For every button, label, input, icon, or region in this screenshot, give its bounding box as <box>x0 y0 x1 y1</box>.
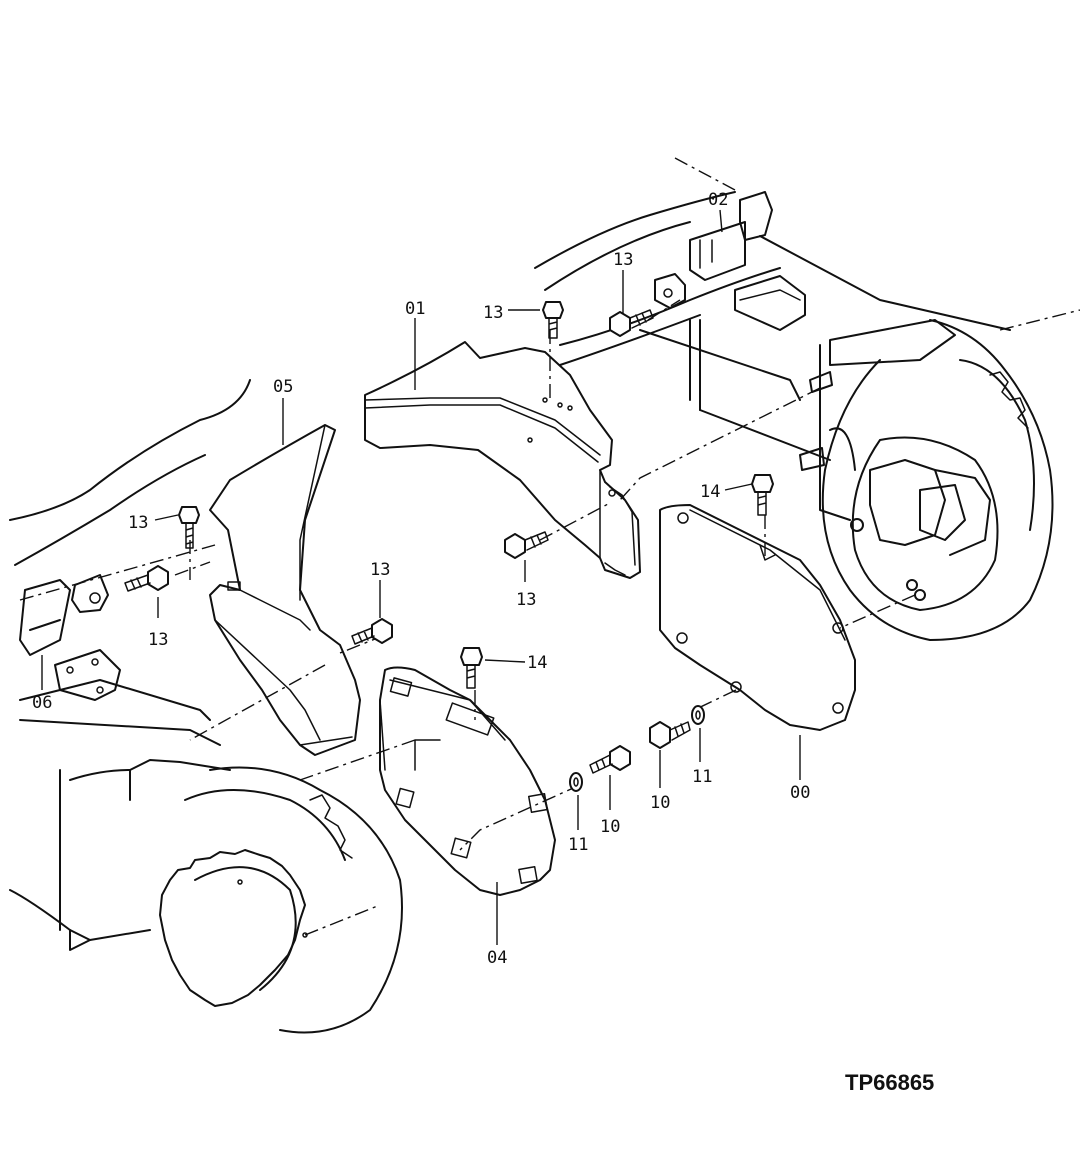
part-04-cover <box>379 666 556 896</box>
bracket-02 <box>699 239 713 269</box>
part-00-cover <box>659 504 856 731</box>
alignment-lines <box>174 299 916 851</box>
bolt-13-left <box>124 565 169 592</box>
part-05-cover <box>209 424 361 756</box>
right-track-frame <box>534 157 1080 641</box>
callout-05: 05 <box>273 377 293 397</box>
callout-11-left: 11 <box>568 835 588 855</box>
callout-10-left: 10 <box>600 817 620 837</box>
bolt-10-right <box>649 721 691 749</box>
callout-14-left: 14 <box>527 653 547 673</box>
callout-04: 04 <box>487 948 507 968</box>
washer-11-right <box>691 705 705 725</box>
leader-lines <box>41 209 801 945</box>
bolt-13-upper-right <box>609 273 686 337</box>
callout-13-center: 13 <box>516 590 536 610</box>
callout-10-right: 10 <box>650 793 670 813</box>
callout-13-left: 13 <box>148 630 168 650</box>
callout-13-mid: 13 <box>370 560 390 580</box>
callout-11-right: 11 <box>692 767 712 787</box>
callout-06: 06 <box>32 693 52 713</box>
callout-labels: 02 01 05 13 13 13 13 06 13 13 14 14 11 1… <box>32 190 810 968</box>
bolt-14-left <box>460 647 483 689</box>
callout-00: 00 <box>790 783 810 803</box>
callout-13-upper-right: 13 <box>613 250 633 270</box>
bolt-10-left <box>589 745 631 774</box>
bolt-13-top <box>542 301 564 339</box>
washer-11-left <box>569 772 583 792</box>
part-01-cover <box>364 341 641 579</box>
bolt-14-right <box>751 474 774 516</box>
callout-02: 02 <box>708 190 728 210</box>
bolt-13-left-top <box>178 506 200 549</box>
bolt-13-mid <box>351 618 393 645</box>
figure-id: TP66865 <box>845 1070 934 1095</box>
callout-13-left-top: 13 <box>128 513 148 533</box>
callout-01: 01 <box>405 299 425 319</box>
left-track-frame <box>9 379 403 1034</box>
callout-13-top: 13 <box>483 303 503 323</box>
bolt-13-center <box>504 531 549 559</box>
callout-14-right: 14 <box>700 482 720 502</box>
